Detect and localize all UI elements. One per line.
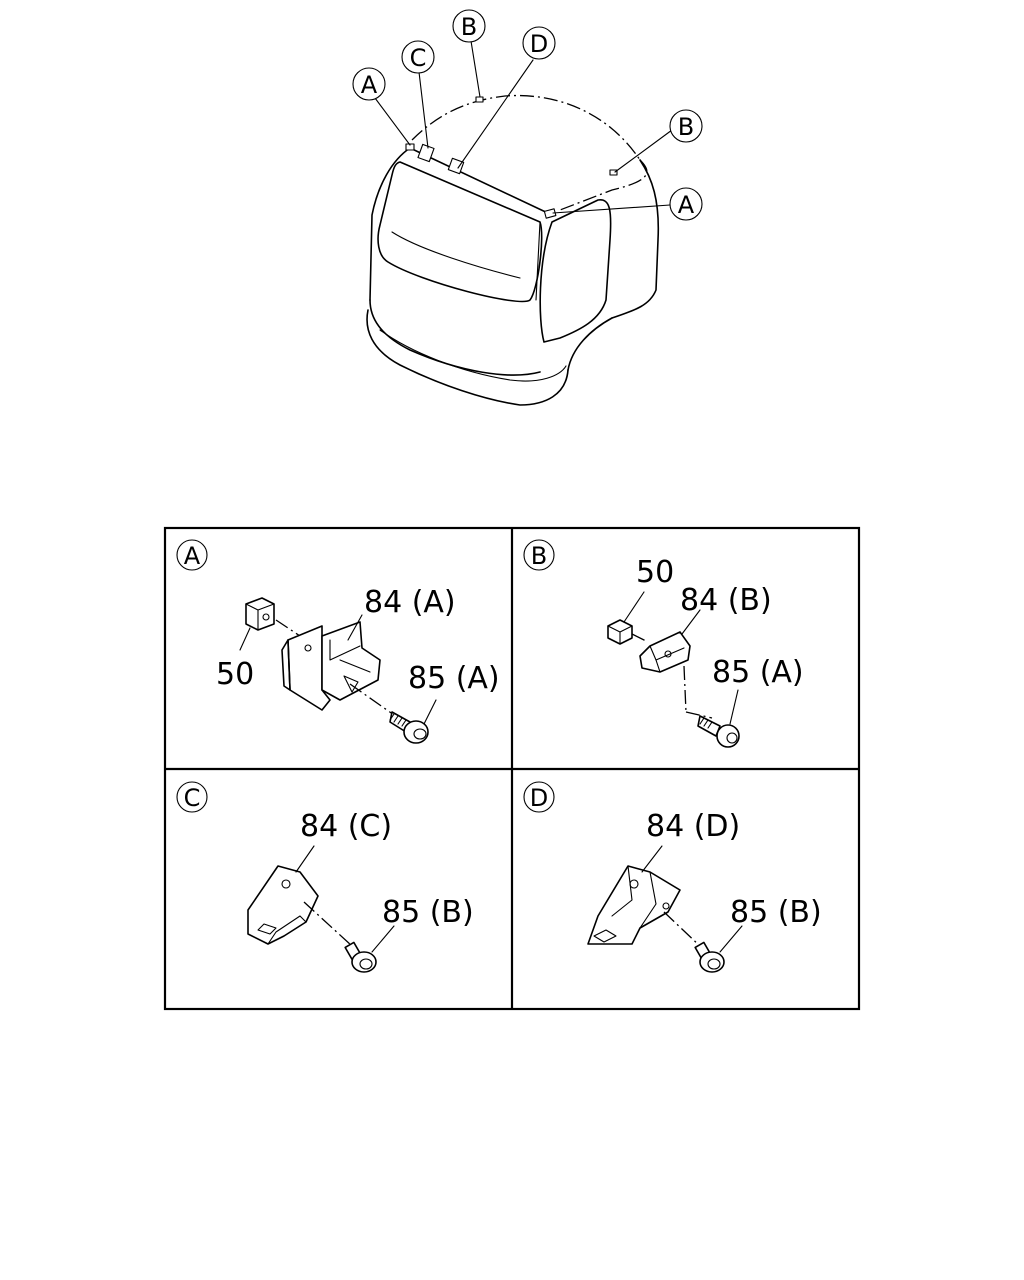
panel-d-letter: D bbox=[530, 784, 548, 812]
bolt-85b-part bbox=[344, 941, 377, 973]
detail-grid-frame bbox=[163, 526, 861, 1011]
vehicle-rear-view bbox=[366, 94, 660, 406]
label-50-panel-a: 50 bbox=[216, 657, 254, 692]
svg-text:B: B bbox=[461, 13, 477, 41]
bracket-84a-part bbox=[281, 621, 381, 711]
svg-text:A: A bbox=[678, 191, 695, 219]
clip-50-part-b bbox=[607, 619, 633, 645]
screw-85a-part-b bbox=[697, 715, 740, 748]
overview-leaders bbox=[374, 40, 673, 214]
overview-callout-b-top: B bbox=[452, 9, 486, 43]
label-84c: 84 (C) bbox=[300, 809, 392, 844]
bracket-84c-part bbox=[247, 865, 319, 945]
label-85b-panel-d: 85 (B) bbox=[730, 895, 822, 930]
overview-callout-a-left: A bbox=[352, 67, 386, 101]
label-84a: 84 (A) bbox=[364, 585, 456, 620]
overview-callout-b-right: B bbox=[669, 109, 703, 143]
panel-c-letter: C bbox=[184, 784, 201, 812]
detail-panel-b: B 50 84 (B) 85 (A) bbox=[523, 539, 804, 748]
overview-callout-c: C bbox=[401, 40, 435, 74]
panel-b-letter: B bbox=[531, 542, 547, 570]
label-84d: 84 (D) bbox=[646, 809, 740, 844]
overview-callout-d: D bbox=[522, 26, 556, 60]
bracket-84d-part bbox=[587, 865, 681, 945]
detail-panel-a: A 84 (A) 50 85 ( bbox=[176, 539, 500, 744]
label-50-panel-b: 50 bbox=[636, 555, 674, 590]
bolt-85b-part-d bbox=[694, 941, 725, 973]
detail-panel-c: C 84 (C) 85 (B) bbox=[176, 781, 474, 973]
label-85b-panel-c: 85 (B) bbox=[382, 895, 474, 930]
screw-85a-part bbox=[389, 711, 429, 744]
panel-a-callout-circle bbox=[176, 539, 208, 571]
panel-c-callout-circle bbox=[176, 781, 208, 813]
svg-text:B: B bbox=[678, 113, 694, 141]
detail-panel-d: D 84 (D) 85 (B) bbox=[523, 781, 822, 973]
svg-text:A: A bbox=[361, 71, 378, 99]
label-84b: 84 (B) bbox=[680, 583, 772, 618]
bracket-84b-part bbox=[639, 631, 691, 673]
panel-b-callout-circle bbox=[523, 539, 555, 571]
svg-text:D: D bbox=[530, 30, 548, 58]
label-85a-panel-a: 85 (A) bbox=[408, 661, 500, 696]
panel-a-letter: A bbox=[184, 542, 201, 570]
overview-callout-a-right: A bbox=[669, 187, 703, 221]
label-85a-panel-b: 85 (A) bbox=[712, 655, 804, 690]
panel-d-callout-circle bbox=[523, 781, 555, 813]
svg-text:C: C bbox=[410, 44, 427, 72]
clip-50-part bbox=[245, 597, 275, 631]
